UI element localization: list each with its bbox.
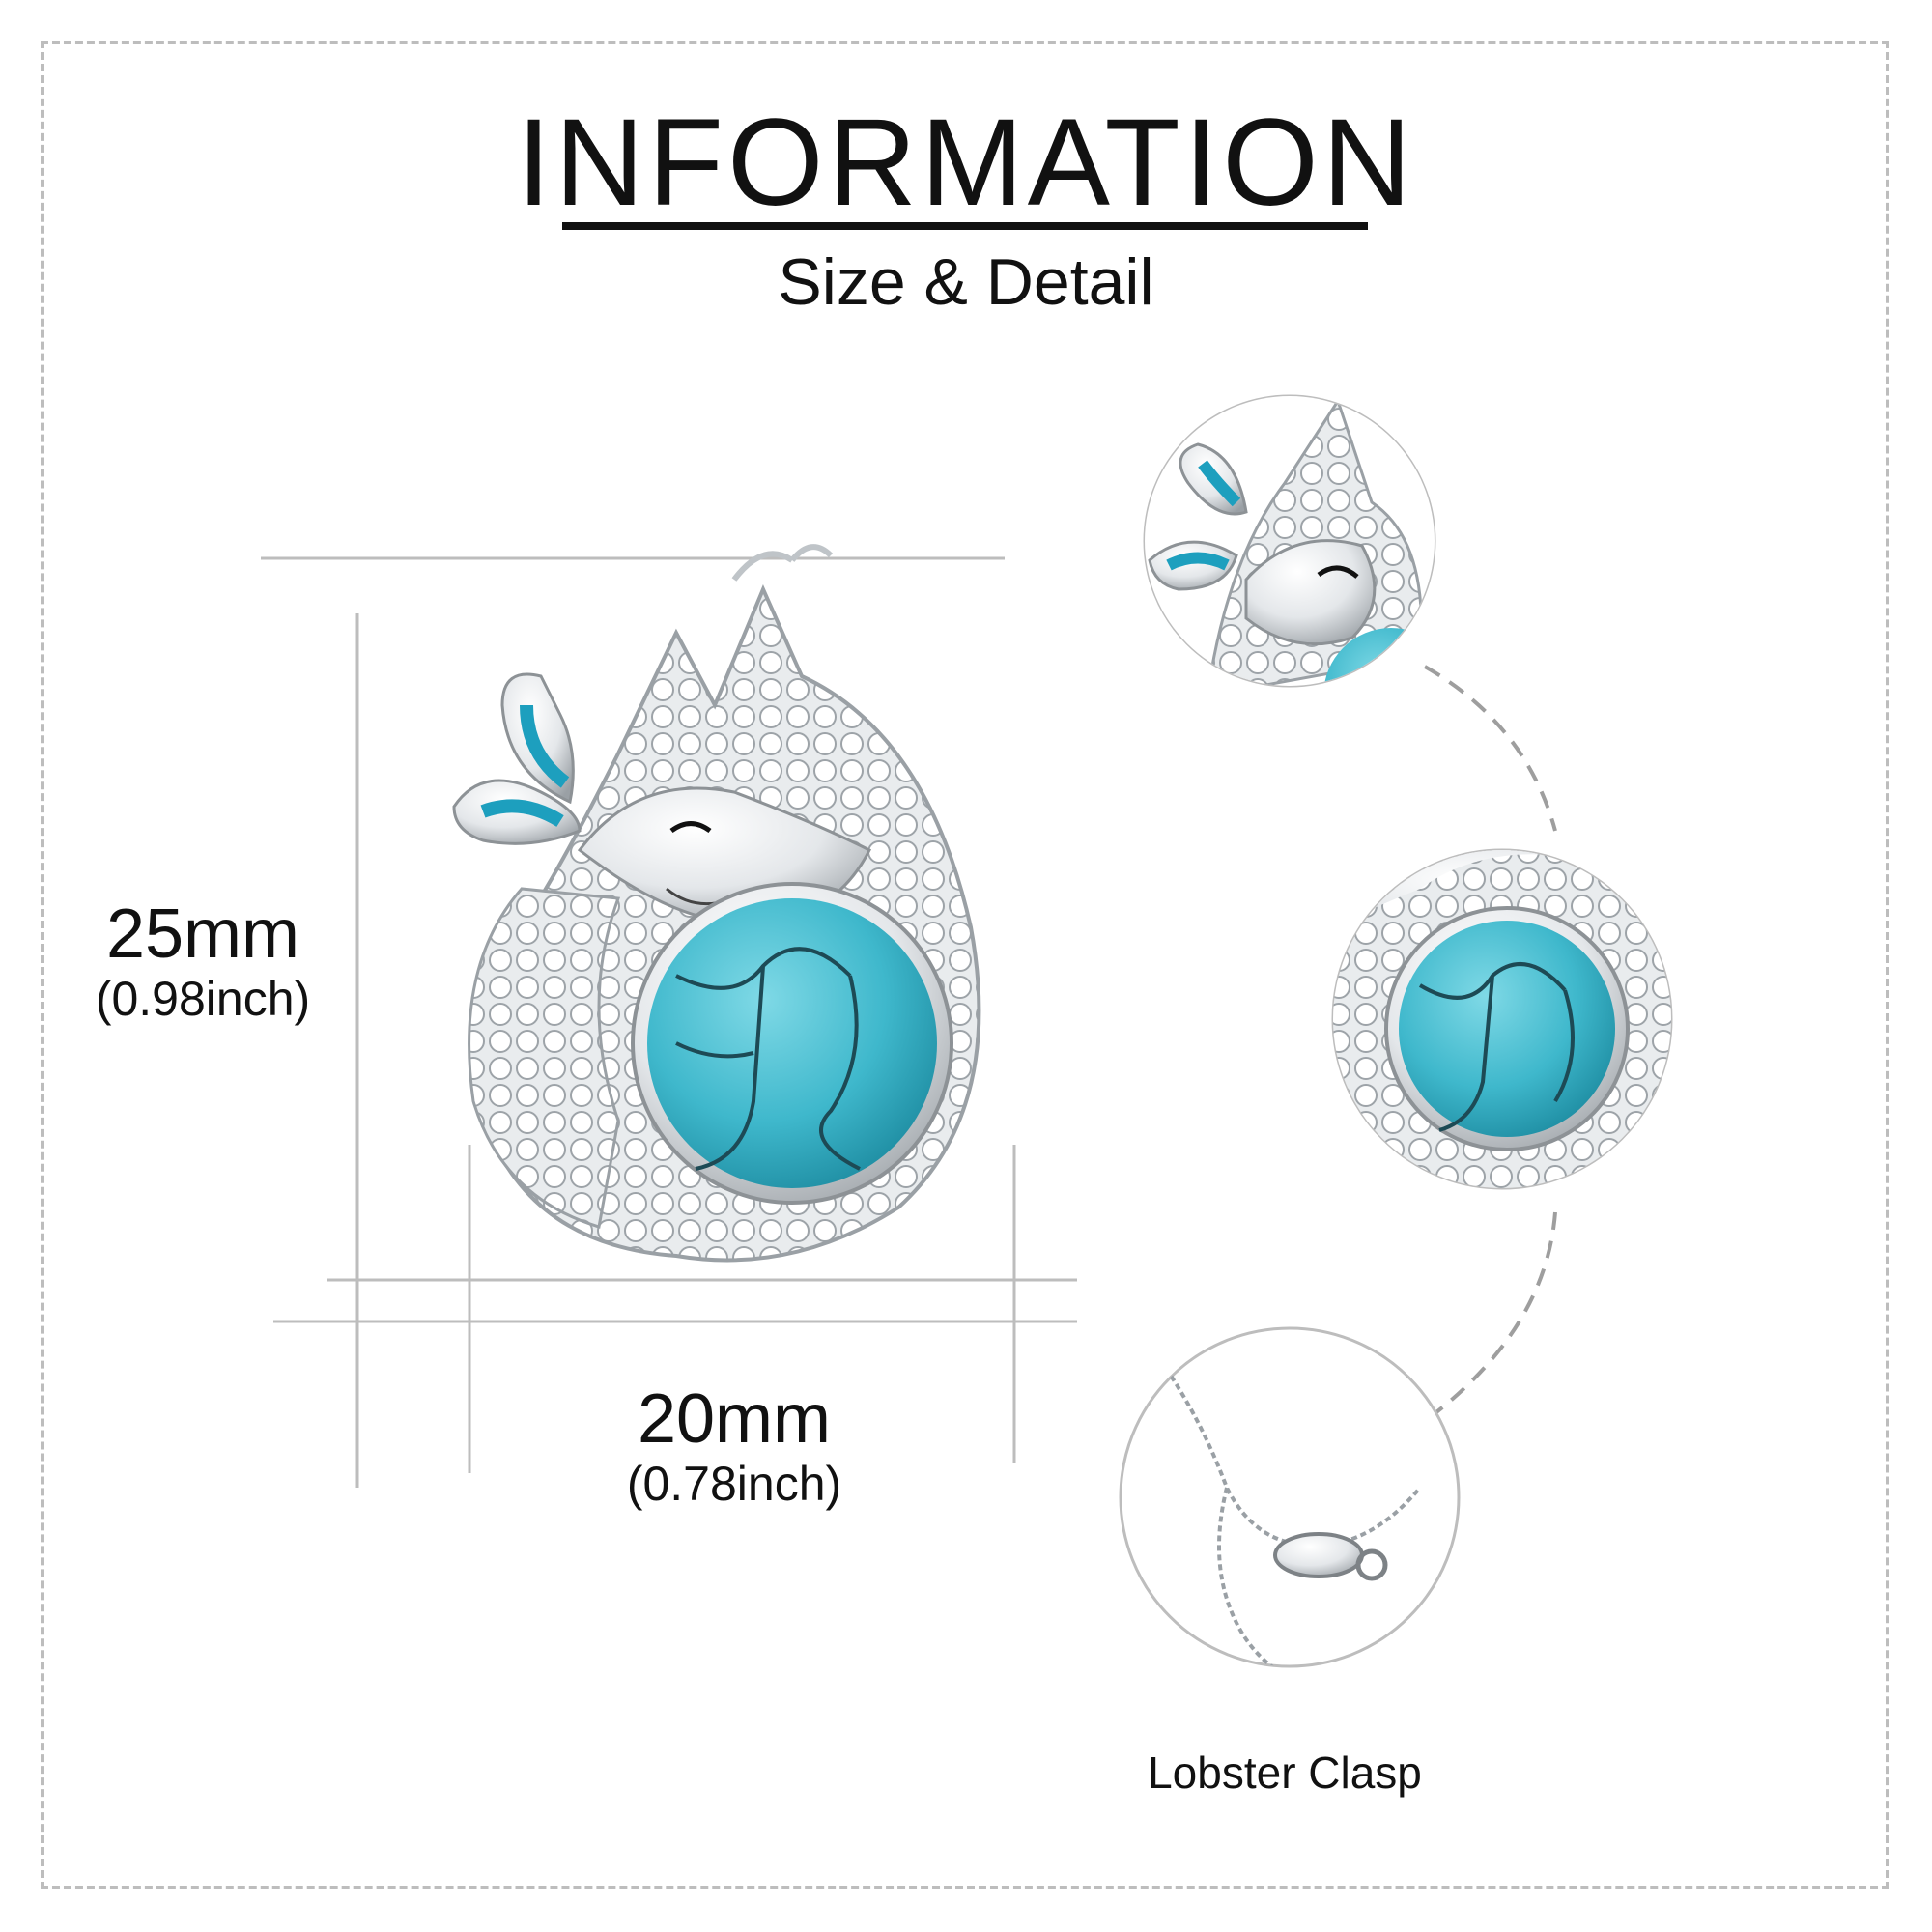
callout-connectors [1418,665,1557,1427]
page-subtitle: Size & Detail [778,245,1154,319]
height-dimension: 25mm (0.98inch) [58,895,348,1027]
width-mm: 20mm [637,1380,832,1458]
page-title: INFORMATION [516,94,1416,232]
detail-face-circle [1143,394,1436,688]
width-dimension: 20mm (0.78inch) [580,1380,889,1512]
height-inch: (0.98inch) [95,972,311,1027]
height-mm: 25mm [105,895,300,973]
title-underline [562,222,1368,230]
detail-stone-circle [1331,848,1673,1190]
dashed-frame [41,41,1889,1889]
width-inch: (0.78inch) [626,1457,842,1512]
dimension-guides [261,556,1077,1488]
clasp-label: Lobster Clasp [1148,1747,1422,1798]
detail-clasp-circle [1119,1326,1461,1668]
butterfly-icon [452,672,582,845]
fox-pendant-image [452,544,981,1263]
